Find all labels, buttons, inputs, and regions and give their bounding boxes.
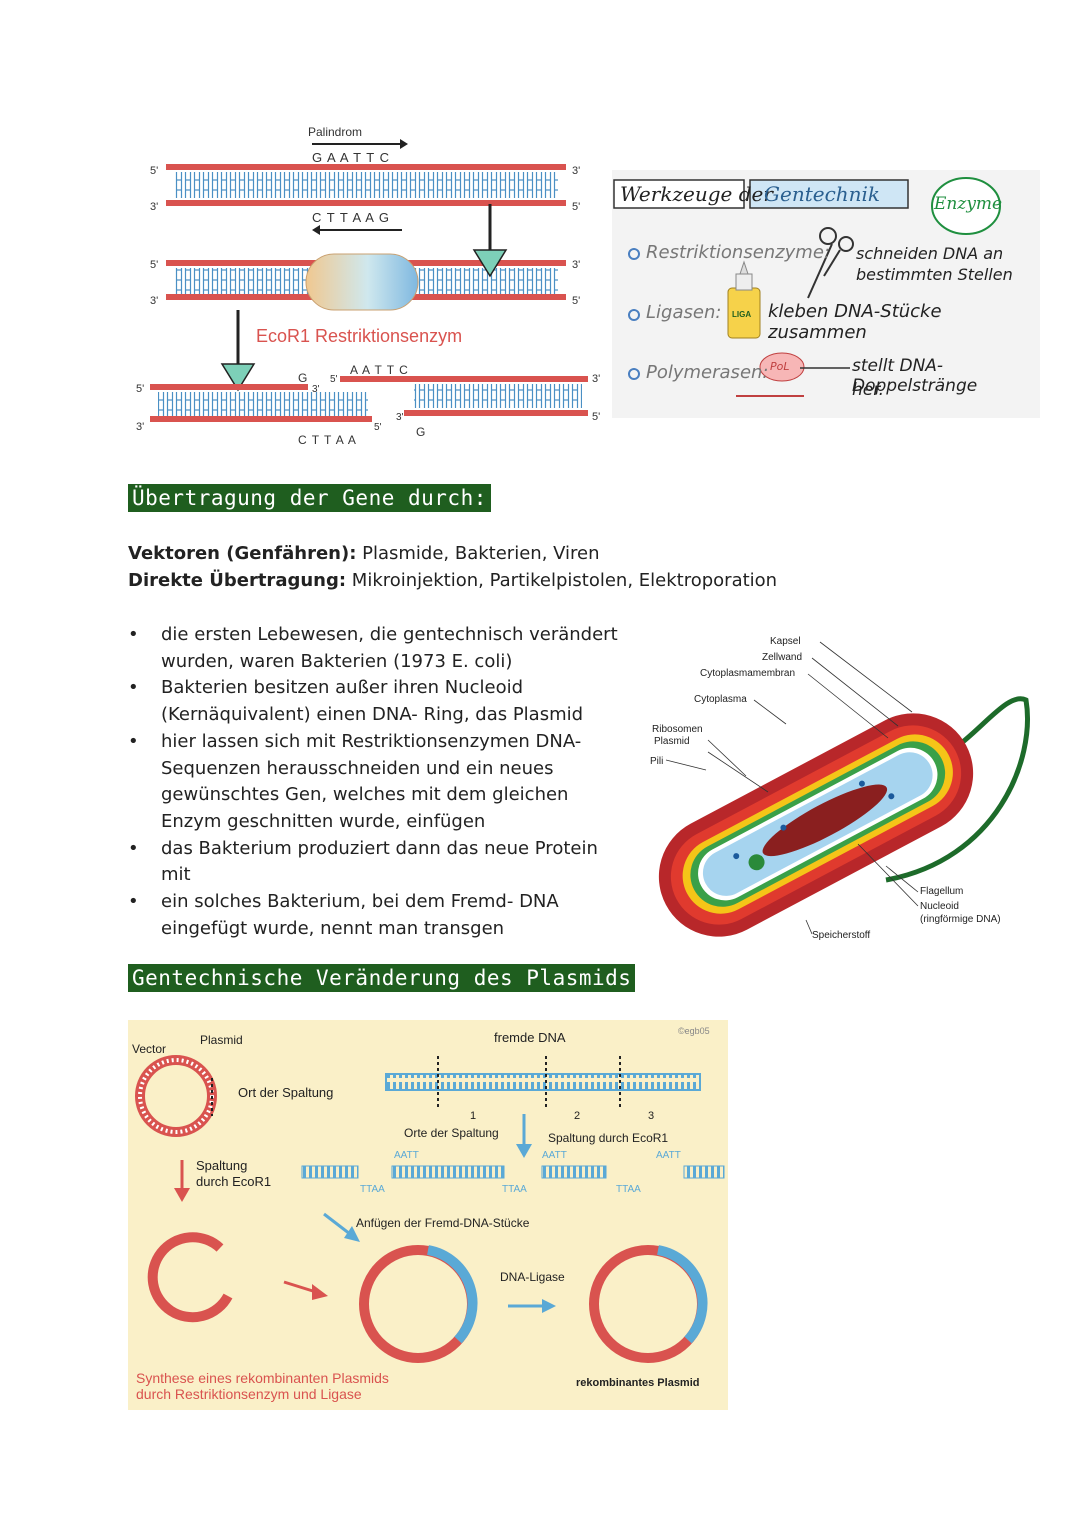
label-flagellum: Flagellum	[920, 886, 964, 897]
tool-name-ligasen: Ligasen:	[646, 302, 722, 323]
bullet-list: die ersten Lebewesen, die gentechnisch v…	[128, 622, 618, 942]
cut-arrow-left	[220, 363, 256, 392]
label-speicherstoff: Speicherstoff	[812, 930, 871, 941]
label-membran: Cytoplasmamembran	[700, 668, 796, 679]
palindrome-label: Palindrom	[308, 125, 362, 139]
glue-label: LIGA	[732, 310, 752, 319]
section-heading-transfer: Übertragung der Gene durch:	[128, 484, 491, 512]
svg-text:G: G	[298, 371, 307, 385]
fremd-dna-strand	[385, 1073, 701, 1091]
svg-text:3': 3'	[312, 384, 320, 395]
label-plasmid: Plasmid	[654, 736, 690, 747]
svg-text:5': 5'	[374, 422, 382, 433]
label-nucleoid: Nucleoid	[920, 901, 959, 912]
label-ribosomen: Ribosomen	[652, 724, 703, 735]
tools-panel: Werkzeuge der Gentechnik Enzyme Restrikt…	[612, 170, 1040, 418]
svg-text:3': 3'	[150, 201, 158, 213]
dna-base-pairs	[174, 172, 558, 198]
vector-label: Vector	[132, 1042, 167, 1056]
label-pili: Pili	[650, 756, 664, 767]
polymerase-icon	[736, 352, 850, 397]
copyright-label: ©egb05	[678, 1026, 710, 1036]
fragment-left-bottom	[150, 416, 372, 422]
ligase-label: DNA-Ligase	[500, 1270, 565, 1284]
list-item: Bakterien besitzen außer ihren Nucleoid …	[128, 675, 618, 728]
svg-text:A A T T C: A A T T C	[350, 363, 409, 377]
enzyme-label: EcoR1 Restriktionsenzym	[256, 326, 462, 346]
svg-text:3': 3'	[572, 165, 580, 177]
open-plasmid-ring	[147, 1232, 233, 1323]
fragment-left-top	[150, 384, 308, 390]
svg-text:5': 5'	[330, 374, 338, 385]
svg-text:5': 5'	[150, 165, 158, 177]
svg-text:5': 5'	[572, 295, 580, 307]
svg-text:5': 5'	[136, 383, 144, 395]
ort-spaltung-label: Ort der Spaltung	[238, 1085, 334, 1100]
fremde-dna-label: fremde DNA	[494, 1030, 566, 1045]
polymerase-label: PoL	[770, 360, 790, 373]
spaltung-ecor1-label: Spaltung durch EcoR1	[548, 1131, 669, 1145]
list-item: die ersten Lebewesen, die gentechnisch v…	[128, 622, 618, 675]
dna-strand-bottom	[166, 200, 566, 206]
nucleoid-shape	[762, 784, 888, 857]
cut-arrow-right	[472, 249, 508, 278]
tool-name-polymerasen: Polymerasen:	[646, 362, 769, 383]
enzyme-shape	[305, 253, 419, 311]
tools-title-2: Gentechnik	[764, 182, 881, 206]
dna-strand-top	[166, 164, 566, 170]
list-item: hier lassen sich mit Restriktionsenzymen…	[128, 729, 618, 836]
label-cytoplasma: Cytoplasma	[694, 694, 747, 705]
direct-transfer-line: Direkte Übertragung: Mikroinjektion, Par…	[128, 570, 778, 591]
vectors-line: Vektoren (Genfähren): Plasmide, Bakterie…	[128, 543, 600, 564]
list-item: ein solches Bakterium, bei dem Fremd- DN…	[128, 889, 618, 942]
label-nucleoid-sub: (ringförmige DNA)	[920, 914, 1001, 925]
enzyme-badge-label: Enzyme	[934, 194, 1003, 214]
enzyme-badge	[931, 177, 1001, 235]
tools-title-1: Werkzeuge der	[620, 182, 773, 206]
plasmid-figure: Vector Plasmid fremde DNA ©egb05 Ort der…	[128, 1020, 728, 1410]
synthese-label-1: Synthese eines rekombinanten Plasmids	[136, 1370, 389, 1386]
flagellum-shape	[885, 696, 1030, 883]
svg-text:C T T A A: C T T A A	[298, 433, 357, 447]
synthese-label-2: durch Restriktionsenzym und Ligase	[136, 1386, 362, 1402]
plasmid-label: Plasmid	[200, 1033, 243, 1047]
rekomb-label: rekombinantes Plasmid	[576, 1377, 700, 1389]
orte-spaltung-label: Orte der Spaltung	[404, 1126, 499, 1140]
svg-text:3': 3'	[572, 259, 580, 271]
fragment-right-top	[340, 376, 588, 382]
svg-text:3': 3'	[396, 412, 404, 423]
svg-text:3': 3'	[592, 373, 600, 385]
svg-text:5': 5'	[592, 411, 600, 423]
top-sequence: G A A T T C	[312, 150, 390, 165]
svg-text:3': 3'	[136, 421, 144, 433]
svg-text:5': 5'	[150, 259, 158, 271]
bottom-sequence: C T T A A G	[312, 210, 390, 225]
ecor1-figure: Palindrom G A A T T C 5' 3' 3' 5' C T T …	[136, 125, 600, 447]
scissors-icon	[807, 227, 854, 299]
tool-name-restriktion: Restriktionsenzyme:	[646, 242, 830, 263]
glue-icon	[727, 260, 761, 339]
section-heading-plasmid: Gentechnische Veränderung des Plasmids	[128, 964, 636, 992]
bacterium-figure	[658, 641, 1030, 937]
svg-text:5': 5'	[572, 201, 580, 213]
label-zellwand: Zellwand	[762, 652, 803, 663]
svg-text:3': 3'	[150, 295, 158, 307]
anfuegen-label: Anfügen der Fremd-DNA-Stücke	[356, 1216, 530, 1230]
svg-text:G: G	[416, 425, 425, 439]
label-kapsel: Kapsel	[770, 636, 801, 647]
fragment-right-bottom	[404, 410, 588, 416]
list-item: das Bakterium produziert dann das neue P…	[128, 836, 618, 889]
